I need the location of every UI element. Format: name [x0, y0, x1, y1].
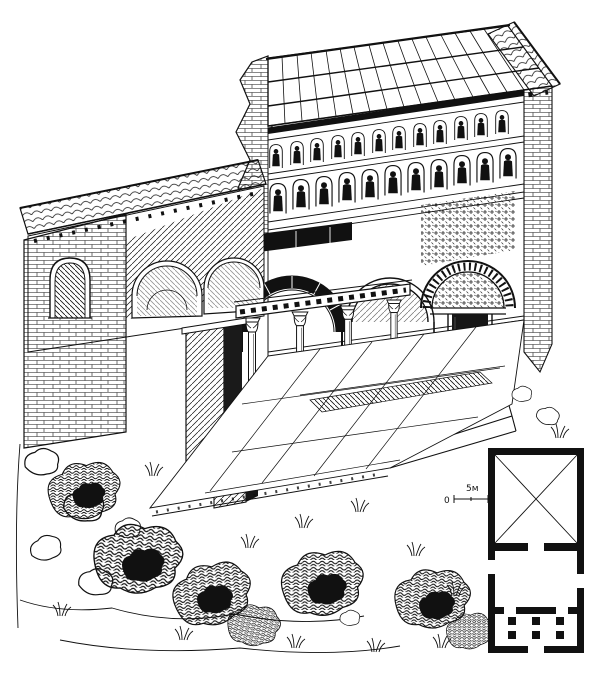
- plan-side-door-right: [577, 574, 584, 588]
- plan-vault-diagonals: [494, 454, 578, 544]
- plan-side-door-left: [488, 560, 495, 574]
- porch-west-wall: [23, 213, 127, 449]
- scale-zero-label: 0: [444, 496, 450, 506]
- floor-plan-inset: 0 5м: [444, 448, 584, 653]
- side-porch: [19, 159, 267, 449]
- corner-return-wall: [523, 85, 553, 374]
- paving-long-joints: [209, 326, 477, 492]
- tympanum-relief: [431, 271, 505, 309]
- paving-cross-joints: [204, 365, 506, 494]
- plan-scale-bar: 0 5м: [444, 484, 489, 506]
- architrave-beam: [235, 283, 411, 319]
- roof-purlins: [267, 46, 540, 107]
- bushes: [47, 461, 493, 652]
- architrave-cornice: [233, 279, 413, 303]
- plan-door-gap-2: [504, 607, 516, 614]
- porch-window: [48, 257, 92, 319]
- terrain-vegetation: [15, 385, 570, 653]
- plan-door-gap-1: [528, 543, 544, 551]
- scale-bar-line: [453, 495, 489, 503]
- eave-shadow-band: [268, 90, 524, 134]
- porch-bay-shadows: [137, 262, 260, 316]
- porch-roof-ridge: [19, 159, 259, 209]
- sculpted-spandrel: [421, 191, 515, 266]
- plan-cross-wall-2: [495, 607, 577, 614]
- roof-ridge: [265, 23, 511, 61]
- porch-eave-line: [27, 183, 267, 235]
- floor-slab: [148, 319, 525, 509]
- arch-voussoir-joints: [242, 276, 342, 311]
- plan-entrance-gap: [528, 646, 544, 653]
- roof-gable-edge: [513, 21, 561, 85]
- paved-floor: [148, 319, 525, 517]
- roof-rafters: [281, 28, 525, 125]
- mosaic-runner: [309, 371, 493, 413]
- archivolt-beaded-band: [422, 262, 514, 309]
- plan-pier-squares: [508, 617, 564, 639]
- scale-meters-label: 5м: [466, 484, 479, 494]
- floor-slab-edge: [151, 472, 389, 517]
- plan-door-gap-3: [556, 607, 568, 614]
- archivolt-outer: [420, 260, 516, 309]
